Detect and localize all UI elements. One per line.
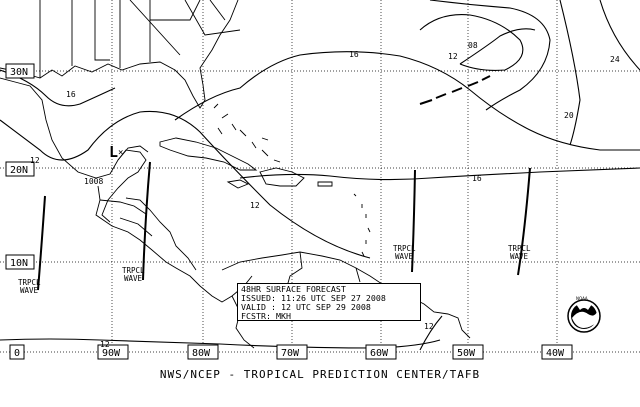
wave-label-line1: TRPCL: [122, 266, 145, 275]
forecast-valid: VALID : 12 UTC SEP 29 2008: [241, 302, 371, 312]
forecast-title: 48HR SURFACE FORECAST: [241, 284, 346, 294]
low-pressure-center: L × 1008: [84, 143, 123, 186]
forecast-info-box: 48HR SURFACE FORECAST ISSUED: 11:26 UTC …: [237, 283, 421, 321]
wave-label-line1: TRPCL: [18, 278, 41, 287]
isobar-label: 12: [100, 340, 110, 349]
lat-label-30n: 30N: [10, 67, 28, 78]
lon-label-60w: 60W: [370, 348, 389, 359]
latitude-labels: 30N 20N 10N 0: [5, 63, 35, 360]
lat-label-0: 0: [14, 348, 20, 359]
wave-label-line2: WAVE: [20, 286, 39, 295]
isobar-label: 24: [610, 55, 620, 64]
noaa-logo-icon: NOAA: [567, 296, 601, 333]
wave-label-line2: WAVE: [510, 252, 529, 261]
isobar-label: 12: [30, 156, 40, 165]
lon-label-50w: 50W: [457, 348, 476, 359]
low-symbol: L: [109, 143, 118, 161]
lat-label-10n: 10N: [10, 258, 28, 269]
isobar-label: 16: [349, 50, 359, 59]
low-marker-icon: ×: [118, 148, 123, 158]
tropical-wave-axes: [37, 161, 531, 291]
wave-label-line2: WAVE: [395, 252, 414, 261]
longitude-labels: 90W 80W 70W 60W 50W 40W: [97, 344, 573, 360]
isobar-label: 08: [468, 41, 478, 50]
isobar-label: 16: [66, 90, 76, 99]
isobar-label: 12: [250, 201, 260, 210]
tropical-wave-labels: TRPCL WAVE TRPCL WAVE TRPCL WAVE TRPCL W…: [18, 244, 531, 295]
lon-label-80w: 80W: [192, 348, 211, 359]
wave-label-line1: TRPCL: [393, 244, 416, 253]
isobar-label: 16: [472, 174, 482, 183]
isobar-label: 12: [424, 322, 434, 331]
isobars: [0, 0, 640, 351]
wave-label-line1: TRPCL: [508, 244, 531, 253]
lon-label-70w: 70W: [281, 348, 300, 359]
isobar-label: 20: [564, 111, 574, 120]
isobar-labels: 16 12 16 08 12 24 20 16 12 12 12: [30, 41, 620, 349]
forecast-forecaster: FCSTR: MKH: [241, 311, 291, 321]
lat-label-20n: 20N: [10, 165, 28, 176]
footer-credit: NWS/NCEP - TROPICAL PREDICTION CENTER/TA…: [159, 368, 481, 381]
forecast-issued: ISSUED: 11:26 UTC SEP 27 2008: [241, 293, 386, 303]
isobar-label: 12: [448, 52, 458, 61]
noaa-logo-text: NOAA: [576, 296, 588, 301]
wave-label-line2: WAVE: [124, 274, 143, 283]
lon-label-40w: 40W: [546, 348, 565, 359]
lon-label-90w: 90W: [102, 348, 121, 359]
low-pressure-value: 1008: [84, 177, 103, 186]
